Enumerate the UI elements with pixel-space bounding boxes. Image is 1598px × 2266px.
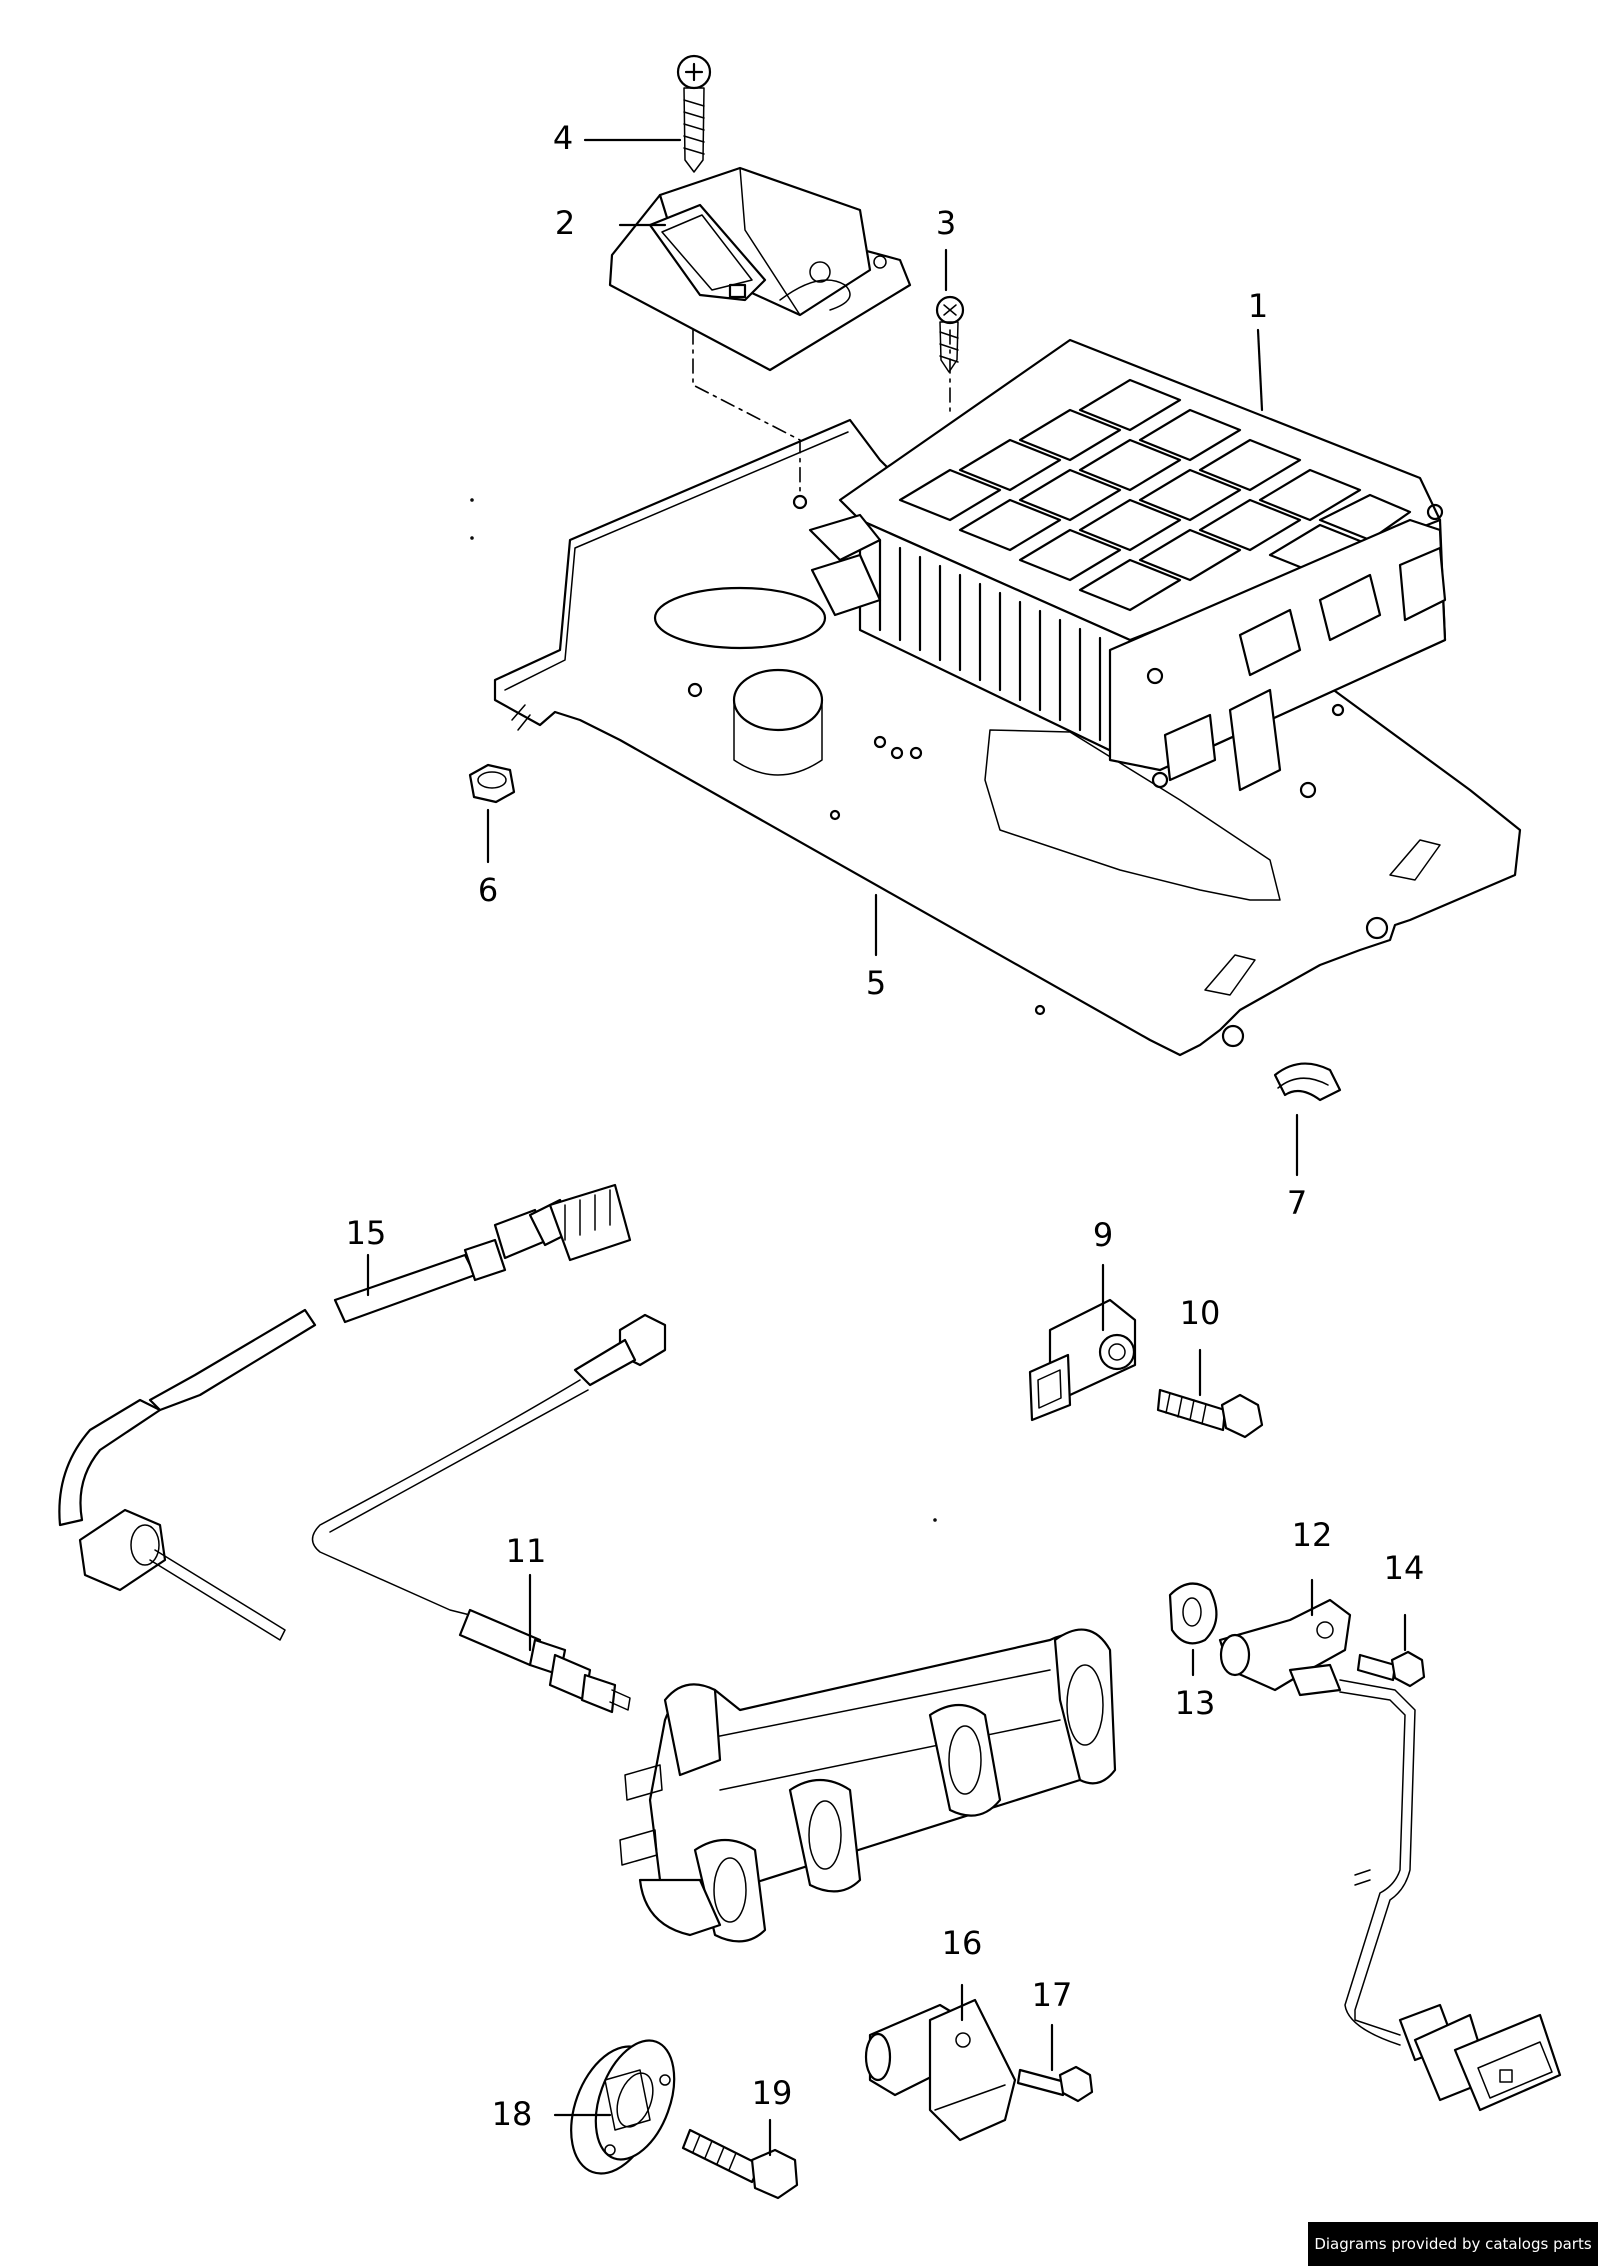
callout-4: 4 xyxy=(553,119,573,157)
callout-numbers: 1 2 3 4 5 6 7 9 10 11 12 13 14 15 16 17 … xyxy=(346,119,1425,2133)
sensor-part-9 xyxy=(1028,1298,1137,1422)
callout-13: 13 xyxy=(1175,1684,1216,1722)
bolt-part-17 xyxy=(1016,2065,1094,2103)
control-unit-part-1 xyxy=(808,338,1447,792)
exhaust-manifold xyxy=(619,1628,1117,1943)
sensor-part-16 xyxy=(864,1998,1017,2142)
module-part-2 xyxy=(608,166,912,372)
callout-7: 7 xyxy=(1287,1184,1307,1222)
mounting-plate-part-5 xyxy=(493,418,1522,1057)
bolt-part-19 xyxy=(681,2128,799,2200)
screw-part-3 xyxy=(935,295,965,373)
callout-5: 5 xyxy=(866,964,886,1002)
callout-10: 10 xyxy=(1180,1294,1221,1332)
sensor-part-12 xyxy=(1218,1598,1562,2112)
callout-3: 3 xyxy=(936,204,956,242)
clip-part-7 xyxy=(1273,1062,1342,1102)
leader-lines xyxy=(366,138,1407,2157)
bolt-part-14 xyxy=(1356,1650,1426,1688)
callout-17: 17 xyxy=(1032,1976,1073,2014)
callout-12: 12 xyxy=(1292,1516,1333,1554)
callout-16: 16 xyxy=(942,1924,983,1962)
callout-14: 14 xyxy=(1384,1549,1425,1587)
stray-dot xyxy=(933,1518,937,1522)
callout-1: 1 xyxy=(1248,287,1268,325)
trigger-wheel-part-18 xyxy=(570,2039,676,2175)
plate-hole xyxy=(792,494,808,510)
washer-part-13 xyxy=(1168,1582,1218,1645)
callout-18: 18 xyxy=(492,2095,533,2133)
callout-19: 19 xyxy=(752,2074,793,2112)
stray-dot xyxy=(470,498,474,502)
callout-6: 6 xyxy=(478,871,498,909)
screw-part-4 xyxy=(676,54,712,173)
credit-banner: Diagrams provided by catalogs parts xyxy=(1308,2222,1598,2266)
stray-dot xyxy=(470,536,474,540)
callout-2: 2 xyxy=(555,204,575,242)
alignment-line xyxy=(692,329,801,496)
sensor-part-15 xyxy=(58,1183,632,1641)
callout-9: 9 xyxy=(1093,1216,1113,1254)
nut-part-6 xyxy=(468,704,531,804)
callout-15: 15 xyxy=(346,1214,387,1252)
oxygen-sensor-part-11 xyxy=(311,1313,667,1714)
bolt-part-10 xyxy=(1156,1388,1264,1439)
callout-11: 11 xyxy=(506,1532,547,1570)
